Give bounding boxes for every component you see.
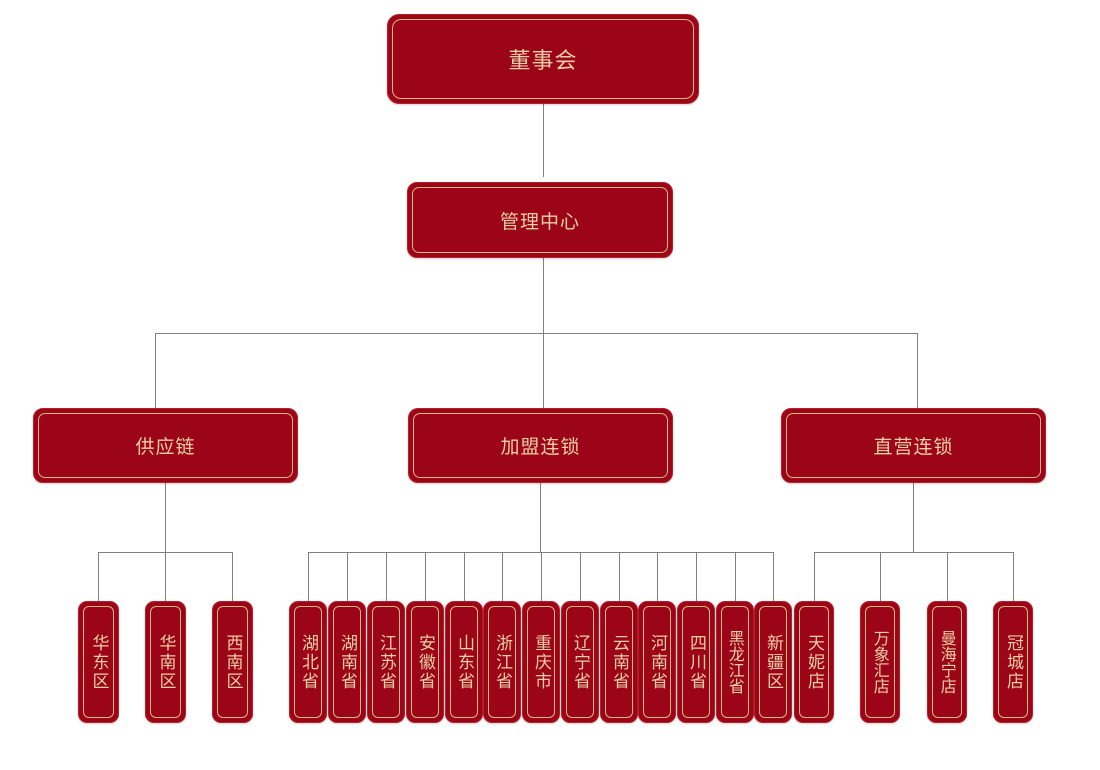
leaf-franchise-6[interactable]: 重庆市: [522, 601, 560, 723]
connector-franchise-leaf-8: [619, 552, 620, 602]
connector-supply-leaf-1: [165, 552, 166, 602]
connector-bus-franchise-leaves: [308, 552, 773, 553]
node-franchise-chain-label: 加盟连锁: [500, 436, 581, 458]
connector-bus-to-supply-chain: [155, 333, 156, 408]
node-franchise-chain[interactable]: 加盟连锁: [408, 408, 673, 483]
node-management-center-label: 管理中心: [499, 210, 580, 233]
leaf-direct-1-label: 万象汇店: [870, 630, 890, 694]
connector-franchise-leaf-10: [696, 552, 697, 602]
leaf-franchise-1[interactable]: 湖南省: [328, 601, 366, 723]
leaf-franchise-11-label: 黑龙江省: [725, 630, 745, 694]
leaf-direct-3-label: 冠城店: [1003, 633, 1024, 691]
leaf-supply-2-label: 西南区: [222, 633, 243, 691]
connector-franchise-leaf-6: [541, 552, 542, 602]
leaf-franchise-10[interactable]: 四川省: [677, 601, 715, 723]
connector-franchise-leaf-0: [308, 552, 309, 602]
connector-direct-leaf-1: [880, 552, 881, 602]
leaf-direct-2-label: 曼海宁店: [937, 630, 957, 694]
connector-franchise-leaf-12: [773, 552, 774, 602]
leaf-franchise-7-label: 辽宁省: [570, 633, 591, 691]
leaf-franchise-3[interactable]: 安徽省: [406, 601, 444, 723]
leaf-franchise-8[interactable]: 云南省: [600, 601, 638, 723]
leaf-franchise-10-label: 四川省: [686, 633, 707, 691]
connector-bus-to-direct: [917, 333, 918, 408]
connector-franchise-leaf-7: [580, 552, 581, 602]
leaf-franchise-9-label: 河南省: [647, 633, 668, 691]
leaf-franchise-4[interactable]: 山东省: [445, 601, 483, 723]
leaf-supply-2[interactable]: 西南区: [212, 601, 253, 723]
connector-franchise-leaf-9: [657, 552, 658, 602]
connector-supply-chain-stem: [165, 483, 166, 553]
node-board[interactable]: 董事会: [387, 14, 699, 104]
leaf-franchise-2-label: 江苏省: [376, 633, 397, 691]
node-board-label: 董事会: [508, 49, 578, 74]
connector-franchise-leaf-1: [347, 552, 348, 602]
leaf-franchise-11[interactable]: 黑龙江省: [716, 601, 754, 723]
connector-direct-leaf-0: [814, 552, 815, 602]
leaf-franchise-4-label: 山东省: [454, 633, 475, 691]
node-supply-chain-label: 供应链: [135, 436, 196, 458]
leaf-franchise-3-label: 安徽省: [415, 633, 436, 691]
connector-direct-leaf-2: [947, 552, 948, 602]
leaf-direct-0-label: 天妮店: [804, 633, 825, 691]
connector-direct-leaf-3: [1013, 552, 1014, 602]
connector-franchise-leaf-5: [502, 552, 503, 602]
connector-franchise-leaf-3: [425, 552, 426, 602]
leaf-franchise-0-label: 湖北省: [298, 633, 319, 691]
leaf-franchise-12[interactable]: 新疆区: [754, 601, 792, 723]
connector-board-to-management: [543, 104, 544, 177]
leaf-direct-3[interactable]: 冠城店: [993, 601, 1033, 723]
connector-franchise-leaf-11: [735, 552, 736, 602]
connector-bus-to-franchise: [543, 333, 544, 408]
leaf-franchise-1-label: 湖南省: [337, 633, 358, 691]
leaf-franchise-5-label: 浙江省: [492, 633, 513, 691]
node-supply-chain[interactable]: 供应链: [33, 408, 298, 483]
connector-management-to-bus: [543, 258, 544, 334]
connector-franchise-leaf-4: [464, 552, 465, 602]
connector-supply-leaf-2: [232, 552, 233, 602]
node-management-center[interactable]: 管理中心: [407, 182, 673, 258]
connector-bus-level3: [155, 333, 918, 334]
node-direct-chain[interactable]: 直营连锁: [781, 408, 1046, 483]
leaf-franchise-12-label: 新疆区: [763, 633, 784, 691]
leaf-franchise-6-label: 重庆市: [531, 633, 552, 691]
connector-supply-leaf-0: [98, 552, 99, 602]
leaf-franchise-0[interactable]: 湖北省: [289, 601, 327, 723]
leaf-franchise-5[interactable]: 浙江省: [483, 601, 521, 723]
leaf-franchise-9[interactable]: 河南省: [638, 601, 676, 723]
leaf-supply-0[interactable]: 华东区: [78, 601, 119, 723]
leaf-supply-1-label: 华南区: [155, 633, 176, 691]
leaf-supply-0-label: 华东区: [88, 633, 109, 691]
leaf-direct-1[interactable]: 万象汇店: [860, 601, 900, 723]
leaf-franchise-2[interactable]: 江苏省: [367, 601, 405, 723]
leaf-franchise-8-label: 云南省: [609, 633, 630, 691]
leaf-direct-2[interactable]: 曼海宁店: [927, 601, 967, 723]
leaf-direct-0[interactable]: 天妮店: [794, 601, 834, 723]
connector-bus-direct-leaves: [814, 552, 1014, 553]
connector-franchise-stem: [540, 483, 541, 553]
leaf-supply-1[interactable]: 华南区: [145, 601, 186, 723]
connector-franchise-leaf-2: [386, 552, 387, 602]
leaf-franchise-7[interactable]: 辽宁省: [561, 601, 599, 723]
connector-direct-stem: [913, 483, 914, 553]
node-direct-chain-label: 直营连锁: [873, 436, 954, 458]
